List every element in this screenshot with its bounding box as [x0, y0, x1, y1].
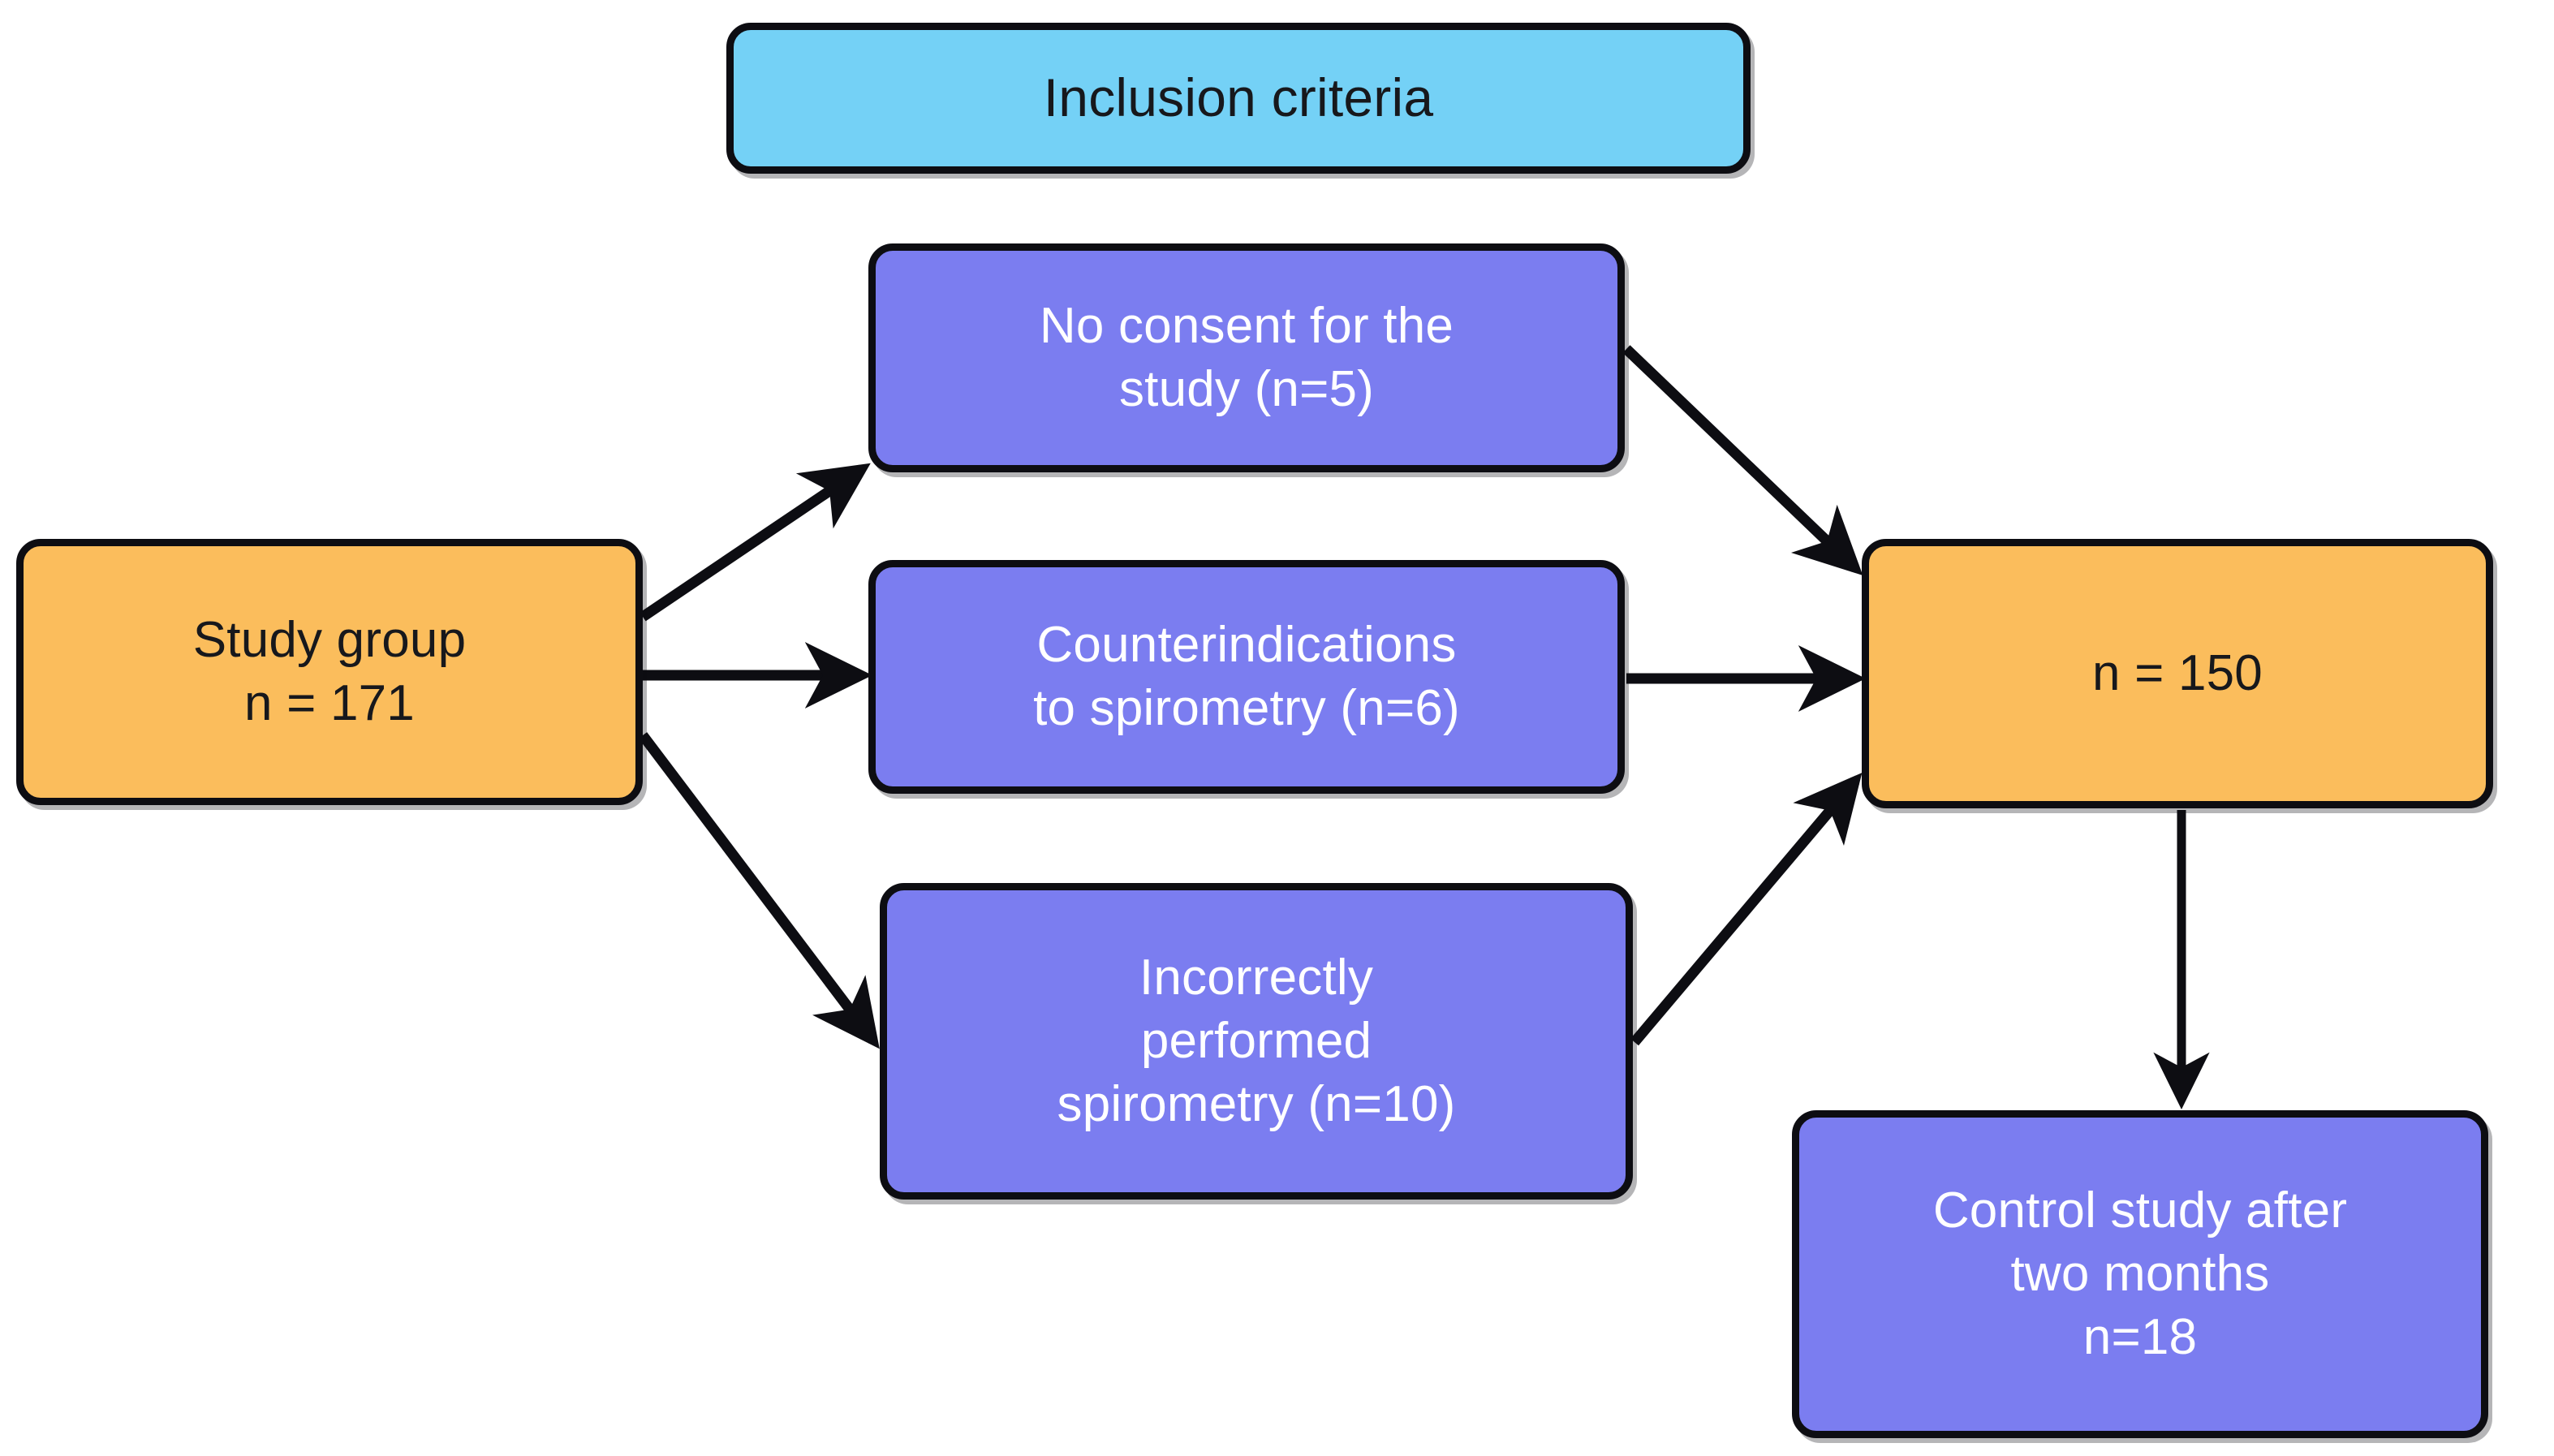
node-study-group[interactable]: Study group n = 171: [16, 539, 643, 805]
node-study-group-label: Study group n = 171: [192, 611, 467, 731]
node-counterindications-label: Counterindications to spirometry (n=6): [1033, 616, 1460, 736]
edge-incorrect-to-remaining: [1630, 773, 1863, 1046]
node-incorrect-spirometry[interactable]: Incorrectly performed spirometry (n=10): [880, 883, 1633, 1200]
edge-study-group-to-incorrect: [638, 732, 880, 1049]
edge-study-group-to-no-consent: [640, 463, 871, 622]
node-inclusion-criteria-label: Inclusion criteria: [1043, 67, 1434, 128]
node-no-consent-label: No consent for the study (n=5): [1039, 297, 1454, 417]
node-no-consent[interactable]: No consent for the study (n=5): [868, 243, 1625, 472]
edge-no-consent-to-remaining: [1622, 345, 1863, 575]
node-remaining-sample-label: n = 150: [2092, 644, 2263, 701]
node-control-study-label: Control study after two months n=18: [1932, 1182, 2348, 1366]
node-inclusion-criteria[interactable]: Inclusion criteria: [726, 23, 1751, 174]
node-incorrect-spirometry-label: Incorrectly performed spirometry (n=10): [1057, 949, 1456, 1133]
node-remaining-sample[interactable]: n = 150: [1862, 539, 2493, 808]
node-control-study[interactable]: Control study after two months n=18: [1792, 1110, 2488, 1438]
node-counterindications[interactable]: Counterindications to spirometry (n=6): [868, 560, 1625, 794]
